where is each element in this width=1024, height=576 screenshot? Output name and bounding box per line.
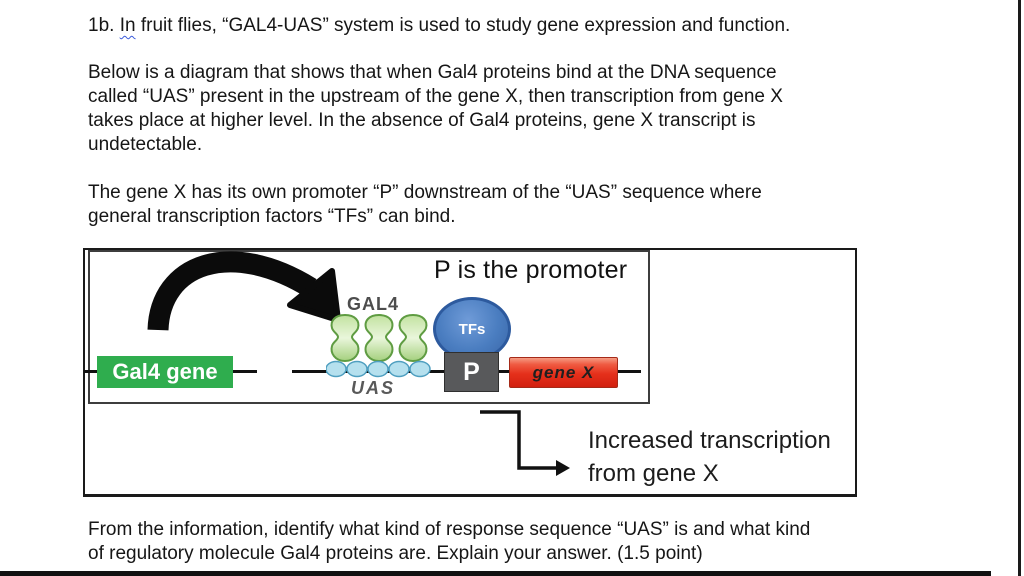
increased-transcription-text: Increased transcription from gene X xyxy=(588,424,831,490)
tfs-oval: TFs xyxy=(433,297,511,361)
question-intro-line: 1b. In fruit flies, “GAL4-UAS” system is… xyxy=(88,14,790,38)
question-intro-rest: fruit flies, “GAL4-UAS” system is used t… xyxy=(135,15,791,36)
paragraph-diagram-description: Below is a diagram that shows that when … xyxy=(88,61,783,157)
curved-arrow-icon xyxy=(147,251,341,331)
promoter-box-label: P xyxy=(463,357,480,386)
uas-label: UAS xyxy=(350,378,395,398)
paragraph-promoter-description: The gene X has its own promoter “P” down… xyxy=(88,181,762,229)
result-line: from gene X xyxy=(588,460,719,487)
paragraph-line: takes place at higher level. In the abse… xyxy=(88,110,756,131)
uas-binding-sites-icon xyxy=(326,360,431,378)
spellcheck-word: In xyxy=(119,15,136,36)
paragraph-line: Below is a diagram that shows that when … xyxy=(88,62,777,83)
result-line: Increased transcription xyxy=(588,427,831,454)
promoter-note-text: P is the promoter xyxy=(434,256,628,284)
paragraph-question-task: From the information, identify what kind… xyxy=(88,518,810,566)
gal4-protein-icon xyxy=(330,313,428,363)
transcription-bent-arrow-icon xyxy=(480,410,570,476)
gene-x-box: gene X xyxy=(509,357,618,388)
paragraph-line: general transcription factors “TFs” can … xyxy=(88,206,456,227)
paragraph-line: The gene X has its own promoter “P” down… xyxy=(88,182,762,203)
gal4-gene-label: Gal4 gene xyxy=(112,359,218,384)
paragraph-line: From the information, identify what kind… xyxy=(88,519,811,540)
paragraph-line: undetectable. xyxy=(88,134,203,155)
tfs-label: TFs xyxy=(458,320,486,338)
page-right-edge-line xyxy=(1018,0,1021,576)
paragraph-line: of regulatory molecule Gal4 proteins are… xyxy=(88,543,703,564)
promoter-box: P xyxy=(444,352,499,392)
gal4-gene-box: Gal4 gene xyxy=(97,356,233,388)
page-bottom-edge-bar xyxy=(0,571,991,576)
question-number: 1b. xyxy=(88,15,120,36)
paragraph-line: called “UAS” present in the upstream of … xyxy=(88,86,783,107)
gal4-proteins-label: GAL4 xyxy=(346,294,399,314)
gene-x-label: gene X xyxy=(532,362,595,382)
